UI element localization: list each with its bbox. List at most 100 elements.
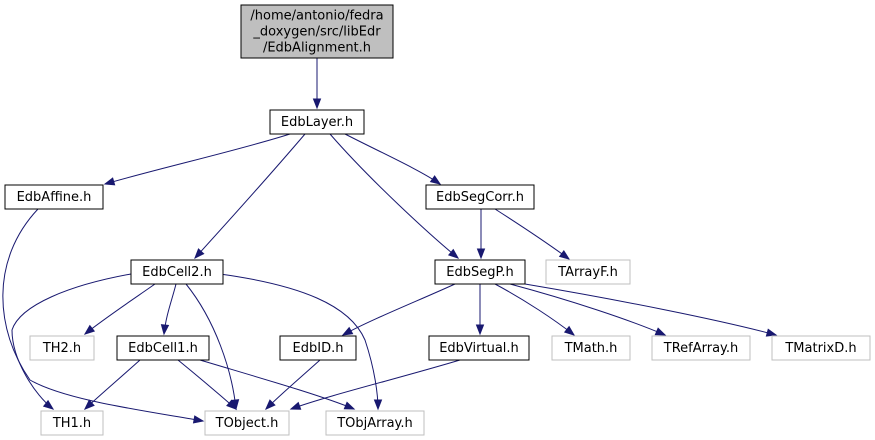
node-tmatrixd: TMatrixD.h: [771, 335, 871, 361]
node-tobjarray: TObjArray.h: [325, 410, 425, 436]
edge-arrowhead: [42, 399, 55, 410]
edge-edblayer-to-edbsegcorr: [344, 133, 442, 185]
node-box: [269, 109, 365, 135]
edge-arrowhead: [475, 324, 485, 336]
edge-line: [199, 359, 355, 410]
edge-line: [342, 283, 456, 336]
edge-arrowhead: [160, 324, 170, 336]
node-label: EdbSegCorr.h: [436, 190, 524, 205]
edge-edbcell2-to-th2: [83, 283, 156, 335]
node-box: [40, 410, 104, 436]
node-box: [279, 335, 357, 361]
node-label: EdbVirtual.h: [439, 341, 519, 356]
node-box: [434, 259, 526, 285]
node-box: [325, 410, 425, 436]
edge-line: [84, 359, 141, 410]
edge-edbaffine-to-tobject: [2, 208, 205, 424]
node-label: TObject.h: [215, 416, 279, 431]
edge-arrowhead: [289, 401, 302, 410]
edge-arrowhead: [83, 324, 96, 335]
edge-arrowhead: [558, 249, 571, 260]
edge-arrowhead: [429, 175, 442, 185]
edge-edbid-to-tobject: [265, 359, 321, 410]
edge-arrowhead: [476, 248, 486, 260]
node-label: EdbSegP.h: [446, 265, 513, 280]
edge-line: [509, 283, 666, 336]
edge-arrowhead: [103, 177, 116, 186]
edge-edbcell1-to-th1: [83, 359, 141, 410]
node-box: [551, 335, 631, 361]
node-label: TArrayF.h: [557, 265, 618, 280]
edge-line: [219, 273, 379, 410]
node-label: EdbCell2.h: [142, 265, 212, 280]
nodes-layer: /home/antonio/fedra_doxygen/src/libEdr/E…: [4, 4, 871, 436]
node-edblayer[interactable]: EdbLayer.h: [269, 109, 365, 135]
node-tmath: TMath.h: [551, 335, 631, 361]
edge-line: [494, 208, 570, 260]
edge-edbcell2-to-th1: [11, 273, 132, 410]
edge-line: [2, 208, 204, 422]
node-box: [240, 4, 394, 59]
edge-edblayer-to-edbsegp: [329, 133, 460, 259]
edge-line: [494, 283, 575, 336]
edge-arrowhead: [343, 401, 356, 410]
edge-edbcell2-to-tobjarray: [219, 273, 383, 411]
edge-edbsegcorr-to-tarrayf: [494, 208, 571, 260]
node-label: EdbCell1.h: [128, 341, 198, 356]
node-edbsegp[interactable]: EdbSegP.h: [434, 259, 526, 285]
node-box: [4, 184, 104, 210]
node-th2: TH2.h: [29, 335, 95, 361]
edge-edbcell1-to-tobject: [177, 359, 238, 410]
node-box: [651, 335, 751, 361]
node-box: [545, 259, 631, 285]
edge-line: [290, 359, 461, 410]
edge-arrowhead: [373, 399, 383, 411]
edge-edbsegp-to-tmath: [494, 283, 576, 336]
edge-edbvirtual-to-tobject: [289, 359, 461, 410]
node-box: [428, 335, 530, 361]
edge-arrowhead: [341, 326, 354, 336]
node-label: TObjArray.h: [336, 416, 413, 431]
node-box: [771, 335, 871, 361]
node-label: /EdbAlignment.h: [263, 41, 371, 56]
edge-edbsegp-to-trefarray: [509, 283, 667, 336]
node-edbcell2[interactable]: EdbCell2.h: [130, 259, 224, 285]
node-box: [29, 335, 95, 361]
edge-line: [11, 273, 132, 410]
node-tarrayf: TArrayF.h: [545, 259, 631, 285]
edge-line: [194, 133, 306, 259]
edge-arrowhead: [83, 399, 95, 410]
edge-arrowhead: [312, 98, 322, 110]
edge-arrowhead: [226, 399, 238, 410]
edge-arrowhead: [563, 325, 576, 336]
node-label: /home/antonio/fedra: [250, 9, 383, 24]
edge-arrowhead: [265, 399, 276, 410]
node-label: TH2.h: [42, 341, 81, 356]
node-th1: TH1.h: [40, 410, 104, 436]
node-edbvirtual[interactable]: EdbVirtual.h: [428, 335, 530, 361]
node-edbsegcorr[interactable]: EdbSegCorr.h: [425, 184, 535, 210]
edge-root-to-edblayer: [312, 58, 322, 110]
edge-line: [84, 283, 156, 335]
node-edbaffine[interactable]: EdbAffine.h: [4, 184, 104, 210]
edge-arrowhead: [765, 328, 778, 337]
node-label: TMath.h: [564, 341, 618, 356]
edge-arrowhead: [654, 327, 667, 336]
edge-edbcell1-to-tobjarray: [199, 359, 356, 410]
edge-edblayer-to-edbaffine: [103, 133, 291, 186]
node-trefarray: TRefArray.h: [651, 335, 751, 361]
node-box: [425, 184, 535, 210]
edge-edbsegp-to-edbid: [341, 283, 456, 336]
node-box: [204, 410, 290, 436]
node-edbcell1[interactable]: EdbCell1.h: [116, 335, 210, 361]
edge-edbcell2-to-edbcell1: [160, 283, 177, 336]
edge-arrowhead: [192, 415, 205, 424]
edge-edbsegcorr-to-edbsegp: [476, 209, 486, 260]
node-root[interactable]: /home/antonio/fedra_doxygen/src/libEdr/E…: [240, 4, 394, 59]
node-label: TRefArray.h: [663, 341, 739, 356]
node-edbid[interactable]: EdbID.h: [279, 335, 357, 361]
node-label: _doxygen/src/libEdr: [252, 25, 381, 40]
edge-line: [104, 133, 291, 185]
edge-line: [524, 283, 777, 336]
